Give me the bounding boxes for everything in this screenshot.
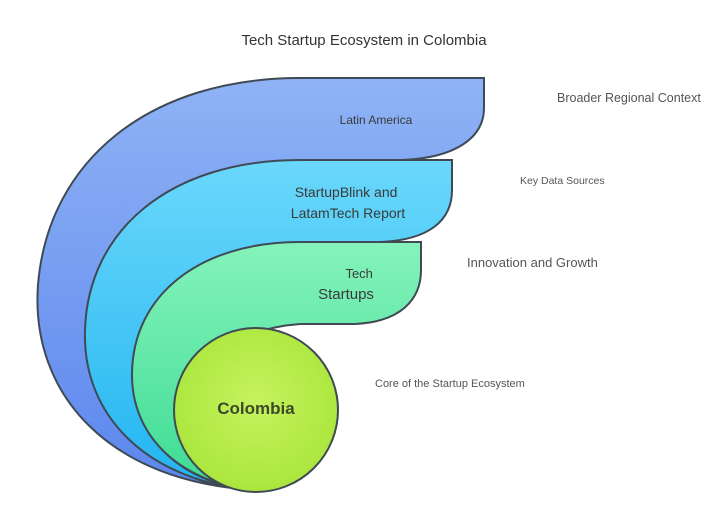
layer-label-latin-america: Latin America bbox=[340, 113, 413, 127]
layer-label-line: LatamTech Report bbox=[291, 205, 406, 221]
description-tech-startups: Innovation and Growth bbox=[467, 255, 598, 270]
layer-label-line: Tech bbox=[345, 266, 372, 281]
layer-label-tech-startups: Tech Startups bbox=[318, 266, 376, 303]
layer-label-line: StartupBlink and bbox=[295, 184, 398, 200]
layer-label-line: Startups bbox=[318, 286, 374, 303]
description-data-sources: Key Data Sources bbox=[520, 175, 605, 187]
description-latin-america: Broader Regional Context bbox=[557, 91, 701, 105]
description-colombia: Core of the Startup Ecosystem bbox=[375, 378, 525, 390]
core-colombia: Colombia bbox=[173, 327, 339, 493]
layer-label-line: Latin America bbox=[340, 113, 413, 127]
core-label-colombia: Colombia bbox=[217, 399, 295, 418]
diagram-title: Tech Startup Ecosystem in Colombia bbox=[241, 32, 487, 49]
layer-label-data-sources: StartupBlink and LatamTech Report bbox=[291, 184, 406, 221]
